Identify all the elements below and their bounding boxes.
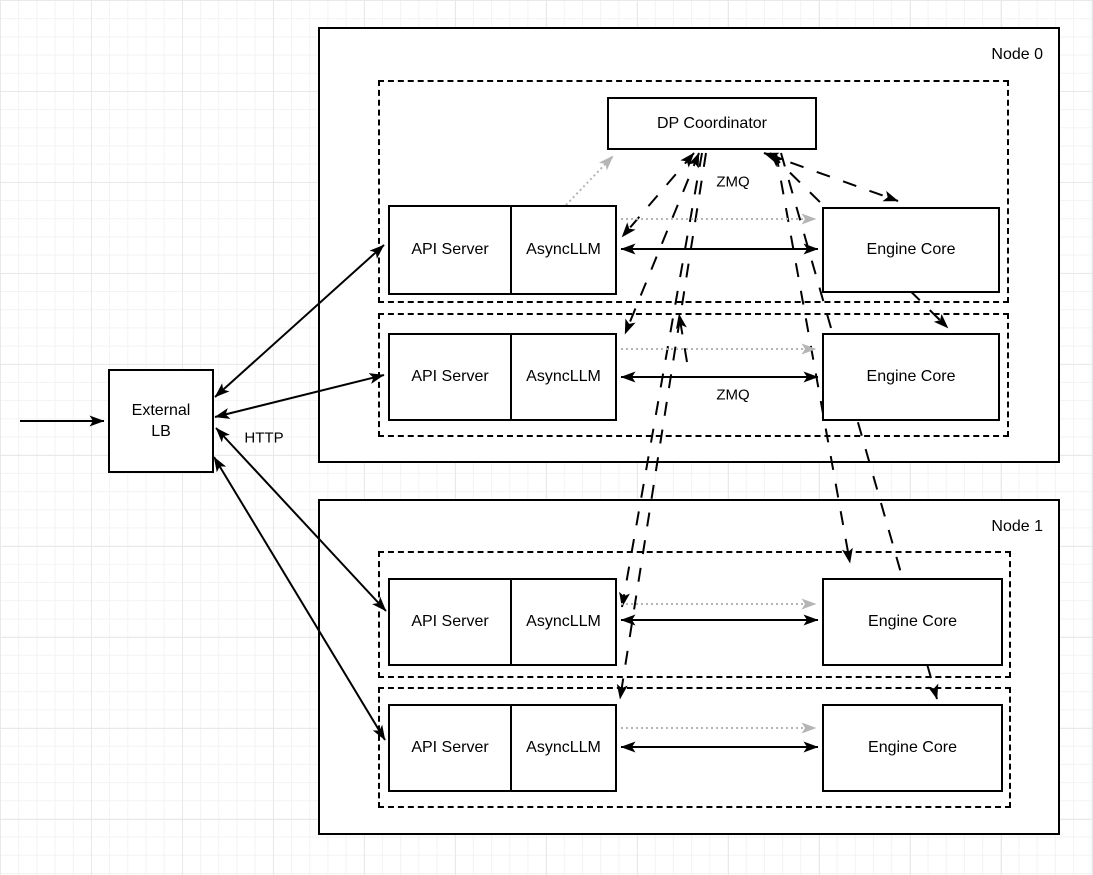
edge-coordinator-asyncllm-n1r2 xyxy=(616,152,707,700)
api-server-label: API Server xyxy=(411,613,489,630)
api-server-label: API Server xyxy=(411,739,489,756)
asyncllm-label: AsyncLLM xyxy=(526,368,601,385)
asyncllm-box: AsyncLLM xyxy=(512,335,615,419)
api-server-box: API Server xyxy=(390,706,512,790)
asyncllm-box: AsyncLLM xyxy=(512,580,615,664)
zmq-label-row2: ZMQ xyxy=(716,386,750,404)
engine-core-label: Engine Core xyxy=(868,739,957,756)
dp-coordinator-label: DP Coordinator xyxy=(657,114,767,132)
external-lb-box: External LB xyxy=(108,369,214,473)
external-lb-label-line1: External xyxy=(131,402,191,419)
http-label: HTTP xyxy=(244,429,284,447)
asyncllm-label: AsyncLLM xyxy=(526,739,601,756)
engine-core-label: Engine Core xyxy=(868,613,957,630)
api-asyncllm-box-n1r2: API Server AsyncLLM xyxy=(388,704,617,792)
node0-label: Node 0 xyxy=(991,46,1043,63)
engine-core-label: Engine Core xyxy=(866,368,956,385)
api-server-box: API Server xyxy=(390,207,512,293)
api-asyncllm-box-n0r1: API Server AsyncLLM xyxy=(388,205,617,295)
edge-lb-api-n0r2 xyxy=(214,373,385,419)
api-server-box: API Server xyxy=(390,580,512,664)
edge-coordinator-asyncllm-n0r2 xyxy=(624,152,700,335)
asyncllm-label: AsyncLLM xyxy=(526,241,601,258)
engine-core-box-n1r1: Engine Core xyxy=(822,578,1003,666)
engine-core-box-n0r1: Engine Core xyxy=(822,207,1000,293)
api-server-label: API Server xyxy=(411,368,489,385)
asyncllm-box: AsyncLLM xyxy=(512,706,615,790)
engine-core-label: Engine Core xyxy=(866,241,956,258)
engine-core-box-n0r2: Engine Core xyxy=(822,333,1000,421)
api-server-label: API Server xyxy=(411,241,489,258)
edge-coordinator-engine-n1r1 xyxy=(775,152,853,564)
asyncllm-box: AsyncLLM xyxy=(512,207,615,293)
asyncllm-label: AsyncLLM xyxy=(526,613,601,630)
edge-lb-api-n1r2 xyxy=(213,456,386,741)
zmq-label-coordinator: ZMQ xyxy=(716,173,750,191)
dp-coordinator-box: DP Coordinator xyxy=(607,97,817,150)
api-asyncllm-box-n1r1: API Server AsyncLLM xyxy=(388,578,617,666)
edge-asyncllm-up-arrow xyxy=(675,313,688,363)
external-lb-label-line2: LB xyxy=(151,423,171,440)
edge-lb-api-n1r1 xyxy=(215,427,387,612)
edge-coordinator-engine-n1r2 xyxy=(780,152,939,700)
engine-core-box-n1r2: Engine Core xyxy=(822,704,1003,792)
api-server-box: API Server xyxy=(390,335,512,419)
api-asyncllm-box-n0r2: API Server AsyncLLM xyxy=(388,333,617,421)
edge-lb-api-n0r1 xyxy=(214,244,385,398)
edge-coordinator-asyncllm-n1r1 xyxy=(619,152,703,608)
edge-coordinator-asyncllm-n0r1 xyxy=(621,152,695,238)
node1-row2-group xyxy=(378,687,1011,808)
edge-asyncllm-coordinator-dotted xyxy=(565,155,614,206)
node1-label: Node 1 xyxy=(991,518,1043,535)
